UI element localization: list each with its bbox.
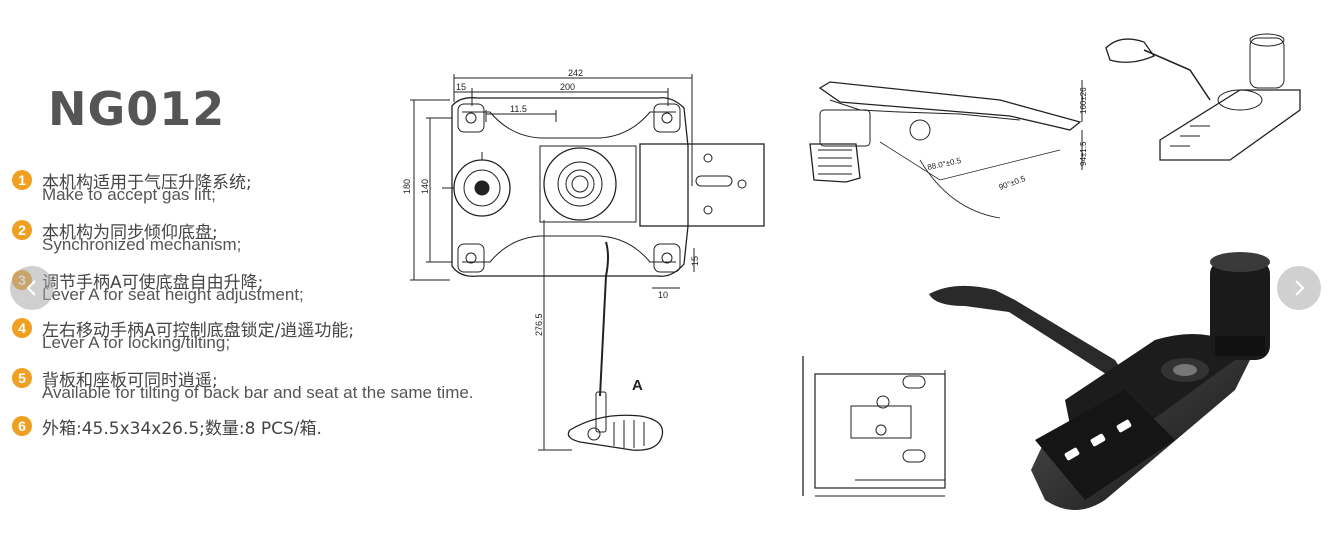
feature-number-badge: 4 bbox=[12, 318, 32, 338]
feature-text-cn: 外箱:45.5x34x26.5;数量:8 PCS/箱. bbox=[42, 419, 322, 439]
dim-180: 180 bbox=[402, 179, 412, 194]
feature-number-badge: 1 bbox=[12, 170, 32, 190]
dim-10: 10 bbox=[658, 290, 668, 300]
product-photo bbox=[929, 252, 1270, 510]
dim-angle-88: 88.0°±0.5 bbox=[927, 156, 963, 172]
feature-number-badge: 6 bbox=[12, 416, 32, 436]
feature-text-cn: 左右移动手柄A可控制底盘锁定/逍遥功能; bbox=[42, 321, 355, 341]
dim-200: 200 bbox=[560, 82, 575, 92]
top-view-drawing: 242 200 11.5 15 180 140 276.5 10 15 A bbox=[402, 68, 765, 451]
dim-angle-90: 90°±0.5 bbox=[998, 174, 1028, 192]
next-slide-button[interactable] bbox=[1277, 266, 1321, 310]
dim-15-side: 15 bbox=[690, 256, 700, 266]
feature-text-en: Lever A for seat height adjustment; bbox=[42, 285, 304, 304]
isometric-line-drawing bbox=[1105, 33, 1301, 161]
feature-number-badge: 2 bbox=[12, 220, 32, 240]
feature-item: 4 左右移动手柄A可控制底盘锁定/逍遥功能;Lever A for locking… bbox=[12, 316, 552, 356]
dim-140: 140 bbox=[420, 179, 430, 194]
dim-242: 242 bbox=[568, 68, 583, 78]
feature-item: 5 背板和座板可同时逍遥;Available for tilting of bac… bbox=[12, 366, 552, 406]
feature-text-cn: 调节手柄A可使底盘自由升降; bbox=[42, 273, 264, 293]
product-title: NG012 bbox=[48, 82, 226, 136]
feature-text-en: Make to accept gas lift; bbox=[42, 185, 216, 204]
feature-text-cn: 本机构为同步倾仰底盘; bbox=[42, 223, 218, 243]
side-view-drawing: 88.0°±0.5 90°±0.5 160±26 94±1.5 bbox=[809, 80, 1088, 219]
feature-text-en: Available for tilting of back bar and se… bbox=[42, 383, 474, 402]
dim-160: 160±26 bbox=[1079, 87, 1088, 114]
feature-item: 6 外箱:45.5x34x26.5;数量:8 PCS/箱. bbox=[12, 414, 552, 454]
feature-number-badge: 5 bbox=[12, 368, 32, 388]
feature-text-en: Lever A for locking/tilting; bbox=[42, 333, 231, 352]
dim-276-5: 276.5 bbox=[534, 313, 544, 336]
feature-text-cn: 背板和座板可同时逍遥; bbox=[42, 371, 218, 391]
prev-slide-button[interactable] bbox=[10, 266, 54, 310]
chevron-left-icon bbox=[26, 280, 36, 296]
dim-94: 94±1.5 bbox=[1079, 141, 1088, 166]
feature-text-en: Synchronized mechanism; bbox=[42, 235, 242, 254]
dim-11-5: 11.5 bbox=[510, 104, 527, 114]
feature-text-cn: 本机构适用于气压升降系统; bbox=[42, 173, 252, 193]
lever-label: A bbox=[632, 377, 643, 394]
feature-item: 2 本机构为同步倾仰底盘;Synchronized mechanism; bbox=[12, 218, 552, 258]
bottom-view-drawing bbox=[802, 356, 946, 497]
chevron-right-icon bbox=[1295, 280, 1305, 296]
dim-15-top: 15 bbox=[456, 82, 466, 92]
feature-item: 1 本机构适用于气压升降系统;Make to accept gas lift; bbox=[12, 168, 552, 208]
